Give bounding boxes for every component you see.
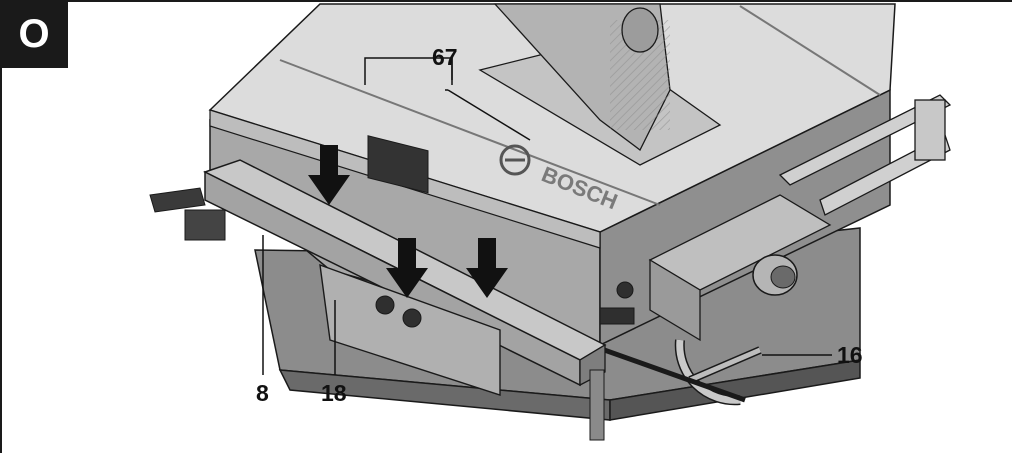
mitre-gauge [519,317,762,406]
saw-table-top [208,3,896,249]
down-arrow-icon [466,238,508,298]
frame-top-line [68,0,1012,2]
down-arrow-icon [308,145,350,205]
extension-rails [648,94,952,342]
fence-holder [319,263,635,396]
callout-18: 18 [321,380,347,406]
leader-lines [262,57,832,375]
frame-left-line [0,68,2,453]
dust-port [752,254,798,296]
callout-8: 8 [256,380,269,406]
callout-67: 67 [432,44,458,70]
callout-16: 16 [837,342,863,368]
down-arrow-icon [386,238,428,298]
figure-badge: O [0,0,68,68]
bosch-logo-icon [499,144,531,176]
